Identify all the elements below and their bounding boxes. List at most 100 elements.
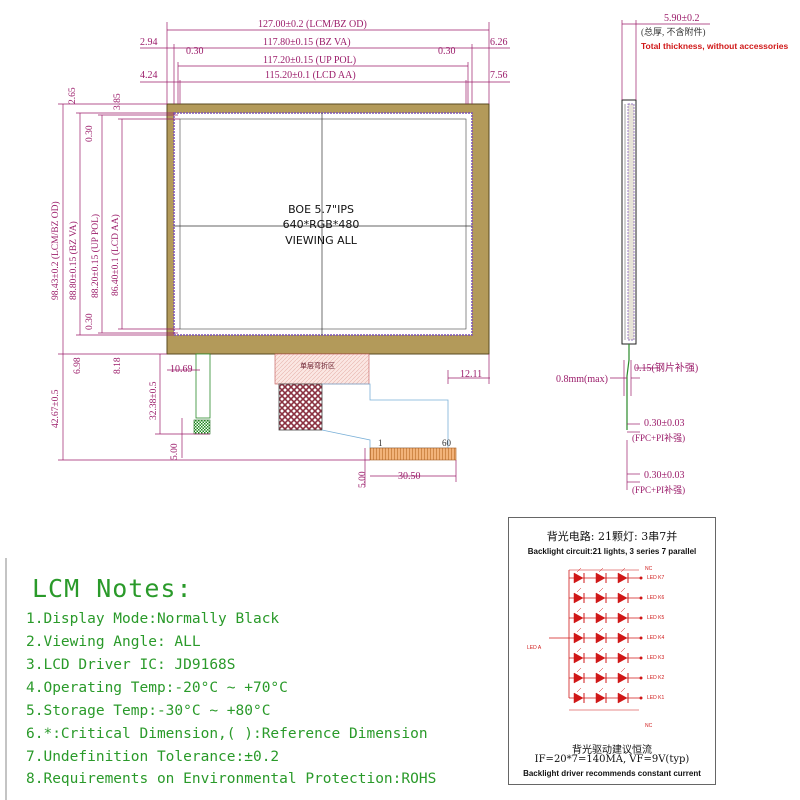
led-terminal (639, 616, 643, 620)
dim-3238: 32.38±0.5 (149, 381, 159, 420)
dim-818: 8.18 (113, 357, 123, 374)
led-anode-label: LED A (527, 645, 542, 651)
led-diode (573, 692, 584, 704)
led-diode (573, 672, 584, 684)
dim-left-424: 4.24 (140, 70, 158, 81)
led-cathode-label: LED K4 (647, 635, 665, 641)
lcd-aa-inner (179, 118, 467, 330)
note-item: 4.Operating Temp:-20°C ~ +70°C (26, 680, 288, 696)
note-item: 2.Viewing Angle: ALL (26, 634, 201, 650)
fpc-gold-fingers (369, 447, 457, 461)
dim-fpc-pi-2-note: (FPC+PI补强) (632, 485, 686, 495)
main-fpc-outline (321, 383, 449, 449)
led-cathode-label: LED K3 (647, 655, 665, 661)
fpc-bend-area (274, 353, 370, 385)
led-vcc-label: NC (645, 566, 653, 572)
led-emit-arrow (598, 687, 604, 693)
lcm-notes: LCM Notes: 1.Display Mode:Normally Black… (0, 548, 500, 800)
side-fpc-line (626, 344, 630, 430)
led-emit-arrow (620, 627, 626, 633)
dim-top-030: 0.30 (85, 125, 95, 142)
led-emit-arrow (576, 587, 582, 593)
fpc-pin-last: 60 (442, 438, 451, 448)
backlight-driver-cn: 背光驱动建议恒流 (572, 745, 652, 756)
note-item: 1.Display Mode:Normally Black (26, 611, 280, 627)
led-emit-arrow (598, 587, 604, 593)
backlight-spec: IF=20*7=140MA, VF=9V(typ) (534, 754, 690, 765)
led-diode (573, 592, 584, 604)
led-diode (595, 652, 606, 664)
note-item: 3.LCD Driver IC: JD9168S (26, 657, 236, 673)
led-emit-arrow (598, 667, 604, 673)
thickness-cn-note: (总厚, 不含附件) (641, 27, 706, 37)
led-diode (617, 592, 628, 604)
dim-left-030: 0.30 (186, 46, 204, 57)
led-emit-arrow (620, 567, 626, 573)
led-diode (573, 572, 584, 584)
left-fpc-connector (193, 419, 211, 435)
note-item: 7.Undefinition Tolerance:±0.2 (26, 749, 280, 765)
led-gnd-label: NC (645, 723, 653, 729)
backlight-circuit-box: 背光电路: 21颗灯: 3串7并 Backlight circuit:21 li… (508, 517, 716, 785)
led-cathode-label: LED K1 (647, 695, 665, 701)
led-terminal (639, 696, 643, 700)
led-terminal (639, 576, 643, 580)
dim-fpc-pi-1: 0.30±0.03 (644, 418, 685, 429)
dim-1069: 10.69 (170, 364, 193, 375)
led-terminal (639, 596, 643, 600)
led-diode (617, 672, 628, 684)
led-emit-arrow (598, 647, 604, 653)
led-diode (595, 692, 606, 704)
dim-500a: 5.00 (170, 443, 180, 460)
led-diode (617, 572, 628, 584)
dim-lcd-aa-width: 115.20±0.1 (LCD AA) (265, 70, 356, 81)
led-diode (595, 592, 606, 604)
note-item: 5.Storage Temp:-30°C ~ +80°C (26, 703, 271, 719)
dim-fpc-max: 0.8mm(max) (556, 374, 608, 385)
dim-fpc-pi-2: 0.30±0.03 (644, 470, 685, 481)
thickness-en-note: Total thickness, without accessories (641, 41, 789, 51)
dim-up-pol-height: 88.20±0.15 (UP POL) (91, 213, 101, 298)
dim-698: 6.98 (73, 357, 83, 374)
left-fpc-tail (195, 353, 211, 419)
dim-fpc-pi-1-note: (FPC+PI补强) (632, 433, 686, 443)
led-cathode-label: LED K7 (647, 575, 665, 581)
front-view (58, 22, 510, 487)
dim-385: 3.85 (113, 93, 123, 110)
dim-bz-va-width: 117.80±0.15 (BZ VA) (263, 37, 351, 48)
dim-lcm-od-height: 98.43±0.2 (LCM/BZ OD) (51, 201, 61, 300)
fpc-pin-first: 1 (378, 438, 383, 448)
led-emit-arrow (620, 667, 626, 673)
side-view (610, 20, 710, 490)
led-diode (617, 692, 628, 704)
backlight-driver-en: Backlight driver recommends constant cur… (523, 769, 701, 778)
dim-bot-030: 0.30 (85, 313, 95, 330)
dim-lcd-aa-height: 86.40±0.1 (LCD AA) (111, 214, 121, 296)
led-diode (617, 632, 628, 644)
dim-1211: 12.11 (460, 369, 483, 380)
dim-total-height: 42.67±0.5 (51, 389, 61, 428)
led-diode (573, 612, 584, 624)
panel-model-label: BOE 5.7"IPS (288, 203, 354, 216)
dim-thickness: 5.90±0.2 (664, 13, 700, 24)
active-area (173, 112, 473, 336)
led-emit-arrow (598, 607, 604, 613)
fpc-bend-label: 单层弯折区 (300, 362, 335, 370)
backlight-title-en: Backlight circuit:21 lights, 3 series 7 … (527, 547, 697, 556)
led-emit-arrow (576, 687, 582, 693)
note-item: 8.Requirements on Environmental Protecti… (26, 771, 437, 787)
led-emit-arrow (576, 647, 582, 653)
dim-lcm-od-width: 127.00±0.2 (LCM/BZ OD) (258, 19, 367, 30)
led-emit-arrow (598, 627, 604, 633)
led-emit-arrow (620, 647, 626, 653)
panel-viewing-label: VIEWING ALL (285, 234, 357, 247)
dim-bz-va-height: 88.80±0.15 (BZ VA) (69, 221, 79, 300)
led-emit-arrow (576, 607, 582, 613)
led-diode (573, 632, 584, 644)
note-item: 6.*:Critical Dimension,( ):Reference Dim… (26, 726, 428, 742)
led-terminal (639, 636, 643, 640)
led-emit-arrow (620, 587, 626, 593)
led-emit-arrow (620, 687, 626, 693)
led-emit-arrow (576, 627, 582, 633)
